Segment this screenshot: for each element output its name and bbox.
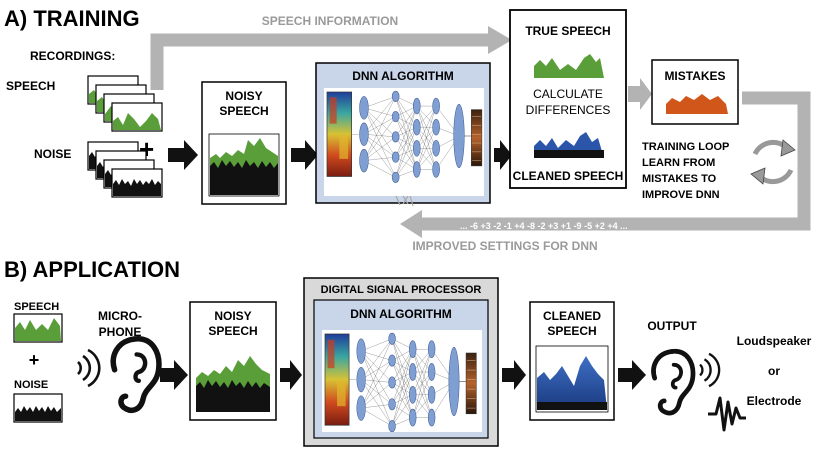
- electrode-label: Electrode: [747, 394, 802, 408]
- arrow-to-noisy-speech: [168, 140, 198, 170]
- dsp-label: DIGITAL SIGNAL PROCESSOR: [321, 284, 482, 296]
- app-noisy-speech-box: [189, 301, 277, 421]
- training-loop-line-4: IMPROVE DNN: [642, 189, 720, 201]
- training-dnn-label: DNN ALGORITHM: [352, 69, 454, 83]
- differences-label: DIFFERENCES: [526, 103, 611, 117]
- noise-recordings-stack: [87, 141, 163, 198]
- calculate-label: CALCULATE: [533, 87, 603, 101]
- app-arrow-to-cleaned: [502, 360, 526, 390]
- app-noisy-label-1: NOISY: [214, 309, 251, 323]
- speech-recordings-stack: [87, 75, 163, 132]
- app-arrow-to-output: [618, 360, 646, 390]
- output-ear-icon: [654, 351, 693, 413]
- mistakes-box: [651, 59, 739, 125]
- input-sound-waves-icon: [76, 348, 101, 388]
- or-label: or: [768, 364, 780, 378]
- app-cleaned-label-1: CLEANED: [543, 309, 601, 323]
- app-arrow-to-dsp: [280, 360, 302, 390]
- dsp-panel: [303, 277, 499, 447]
- microphone-ear-icon: [113, 339, 159, 411]
- speech-information-arrow: [150, 26, 512, 90]
- app-noise-clip: [13, 393, 63, 423]
- training-noisy-speech-box: [201, 81, 287, 205]
- app-noise-label: NOISE: [14, 379, 48, 391]
- app-arrow-to-noisy: [160, 360, 188, 390]
- training-loop-line-3: MISTAKES TO: [642, 173, 717, 185]
- training-heading: A) TRAINING: [4, 6, 140, 31]
- true-speech-label: TRUE SPEECH: [525, 24, 610, 38]
- arrow-to-compare: [494, 140, 512, 170]
- arrow-to-mistakes: [628, 78, 652, 110]
- improved-settings-label: IMPROVED SETTINGS FOR DNN: [412, 239, 597, 253]
- training-noisy-label-2: SPEECH: [219, 104, 268, 118]
- training-noisy-label-1: NOISY: [225, 89, 262, 103]
- training-cleaned-speech-label: CLEANED SPEECH: [513, 169, 624, 183]
- compare-box: [509, 9, 627, 189]
- electrode-signal-icon: [708, 396, 746, 432]
- training-loop-line-1: TRAINING LOOP: [642, 141, 729, 153]
- app-speech-label: SPEECH: [14, 301, 59, 313]
- mistakes-label: MISTAKES: [664, 69, 725, 83]
- loop-cycle-icon: [750, 139, 796, 185]
- output-label: OUTPUT: [647, 319, 697, 333]
- speech-information-label: SPEECH INFORMATION: [262, 14, 398, 28]
- application-heading: B) APPLICATION: [4, 257, 180, 282]
- microphone-label-1: MICRO-: [98, 309, 142, 323]
- training-loop-line-2: LEARN FROM: [642, 157, 715, 169]
- settings-numbers: ... -6 +3 -2 -1 +4 -8 -2 +3 +1 -9 -5 +2 …: [460, 221, 628, 231]
- recordings-label: RECORDINGS:: [30, 49, 115, 63]
- arrow-to-dnn: [291, 140, 318, 170]
- training-dnn-panel: [315, 62, 491, 207]
- app-cleaned-speech-box: [529, 301, 615, 421]
- microphone-label-2: PHONE: [99, 325, 142, 339]
- speech-label: SPEECH: [6, 79, 55, 93]
- feedback-loop-arrow: [400, 91, 811, 238]
- app-speech-clip: [13, 313, 63, 343]
- loudspeaker-label: Loudspeaker: [737, 334, 812, 348]
- noise-label: NOISE: [34, 147, 71, 161]
- app-dnn-label: DNN ALGORITHM: [350, 307, 452, 321]
- app-noisy-label-2: SPEECH: [208, 324, 257, 338]
- app-plus-sign: +: [29, 350, 40, 370]
- app-cleaned-label-2: SPEECH: [547, 324, 596, 338]
- output-sound-waves-icon: [698, 352, 721, 388]
